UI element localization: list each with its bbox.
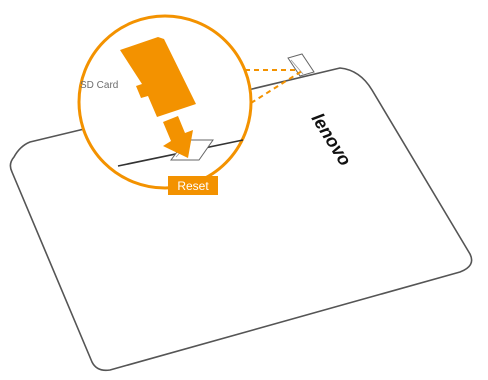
- zoom-magnifier: SD Card Reset: [77, 14, 253, 195]
- insert-arrow-icon: [163, 116, 193, 158]
- reset-label: Reset: [177, 179, 209, 193]
- sd-card-icon: [120, 37, 196, 117]
- reset-badge: [168, 176, 218, 195]
- sd-slot: [287, 53, 315, 77]
- zoom-pointer-lines: [245, 69, 303, 104]
- sd-card-label: SD Card: [80, 80, 118, 91]
